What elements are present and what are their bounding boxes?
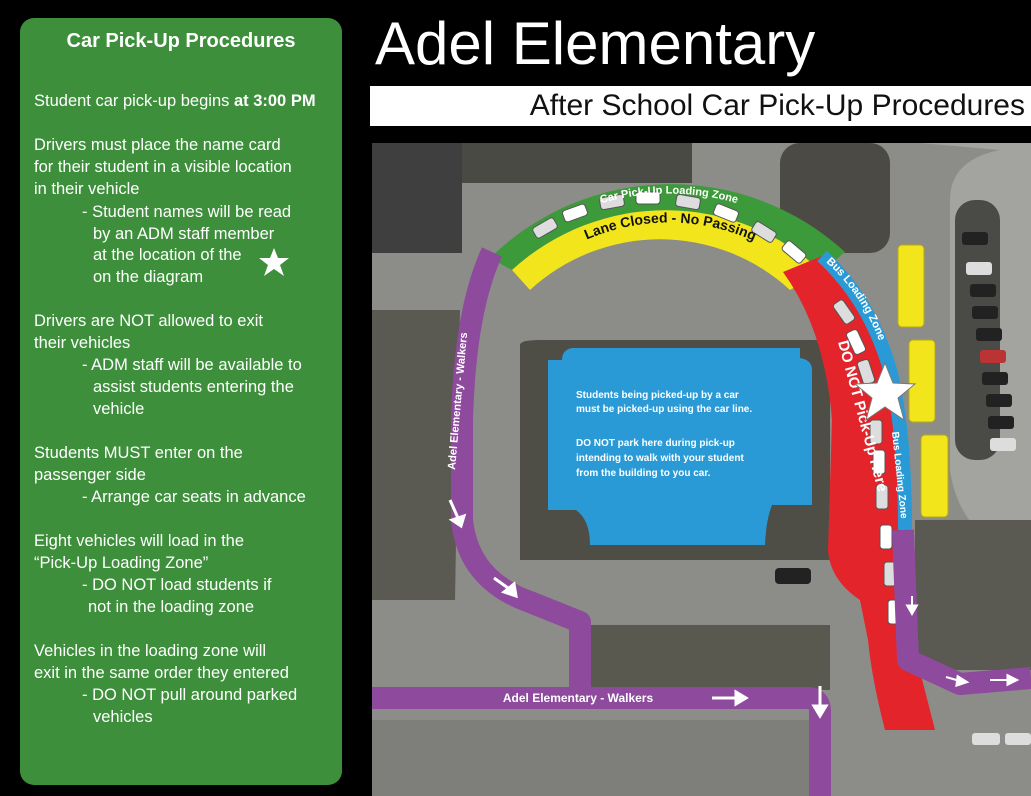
staff-location-star-icon — [853, 361, 917, 422]
procedure-line: vehicle — [93, 400, 145, 418]
notice-line: must be picked-up using the car line. — [576, 404, 752, 415]
procedures-title: Car Pick-Up Procedures — [66, 30, 296, 52]
procedure-line: “Pick-Up Loading Zone” — [34, 554, 209, 572]
procedure-line: in their vehicle — [34, 180, 140, 198]
procedure-line: - Student names will be read — [82, 203, 292, 221]
notice-line: intending to walk with your student — [576, 453, 744, 464]
pickup-map: Car Pick-Up Loading Zone Lane Closed - N… — [372, 143, 1031, 796]
procedure-line: by an ADM staff member — [93, 225, 275, 243]
procedure-line: vehicles — [93, 708, 153, 726]
parked-cars — [775, 232, 1031, 745]
procedure-line: Drivers must place the name card — [34, 136, 281, 154]
procedure-line: - DO NOT load students if — [82, 576, 272, 594]
procedure-line: on the diagram — [93, 268, 204, 286]
procedure-line: Students MUST enter on the — [34, 444, 243, 462]
procedure-line: - DO NOT pull around parked — [82, 686, 298, 704]
school-buses — [897, 244, 949, 518]
procedure-line: assist students entering the — [93, 378, 294, 396]
procedure-line: Eight vehicles will load in the — [34, 532, 245, 550]
bus-loading-zone — [817, 250, 912, 531]
star-icon — [259, 248, 289, 276]
procedure-line: not in the loading zone — [88, 598, 255, 616]
subtitle-bar: After School Car Pick-Up Procedures — [370, 86, 1031, 126]
subtitle: After School Car Pick-Up Procedures — [529, 89, 1025, 122]
no-parking-area — [548, 348, 812, 545]
notice-line: DO NOT park here during pick-up — [576, 438, 735, 449]
procedure-line: at the location of the — [93, 246, 242, 264]
lane-closed-zone — [512, 210, 822, 290]
notice-line: Students being picked-up by a car — [576, 390, 739, 401]
procedure-line: their vehicles — [34, 334, 131, 352]
procedure-line: passenger side — [34, 466, 146, 484]
procedure-line: exit in the same order they entered — [34, 664, 289, 682]
walkers-label-horizontal: Adel Elementary - Walkers — [503, 691, 654, 705]
procedure-line: Drivers are NOT allowed to exit — [34, 312, 263, 330]
notice-line: from the building to you car. — [576, 468, 711, 479]
procedures-panel: Car Pick-Up Procedures Student car pick-… — [20, 18, 342, 785]
procedure-line: for their student in a visible location — [34, 158, 292, 176]
procedure-line: - Arrange car seats in advance — [82, 488, 306, 506]
procedure-line: Vehicles in the loading zone will — [34, 642, 267, 660]
school-title: Adel Elementary — [375, 10, 816, 77]
procedure-line: Student car pick-up begins at 3:00 PM — [34, 92, 316, 110]
procedure-line: - ADM staff will be available to — [82, 356, 302, 374]
arrow-icon — [448, 499, 1020, 719]
